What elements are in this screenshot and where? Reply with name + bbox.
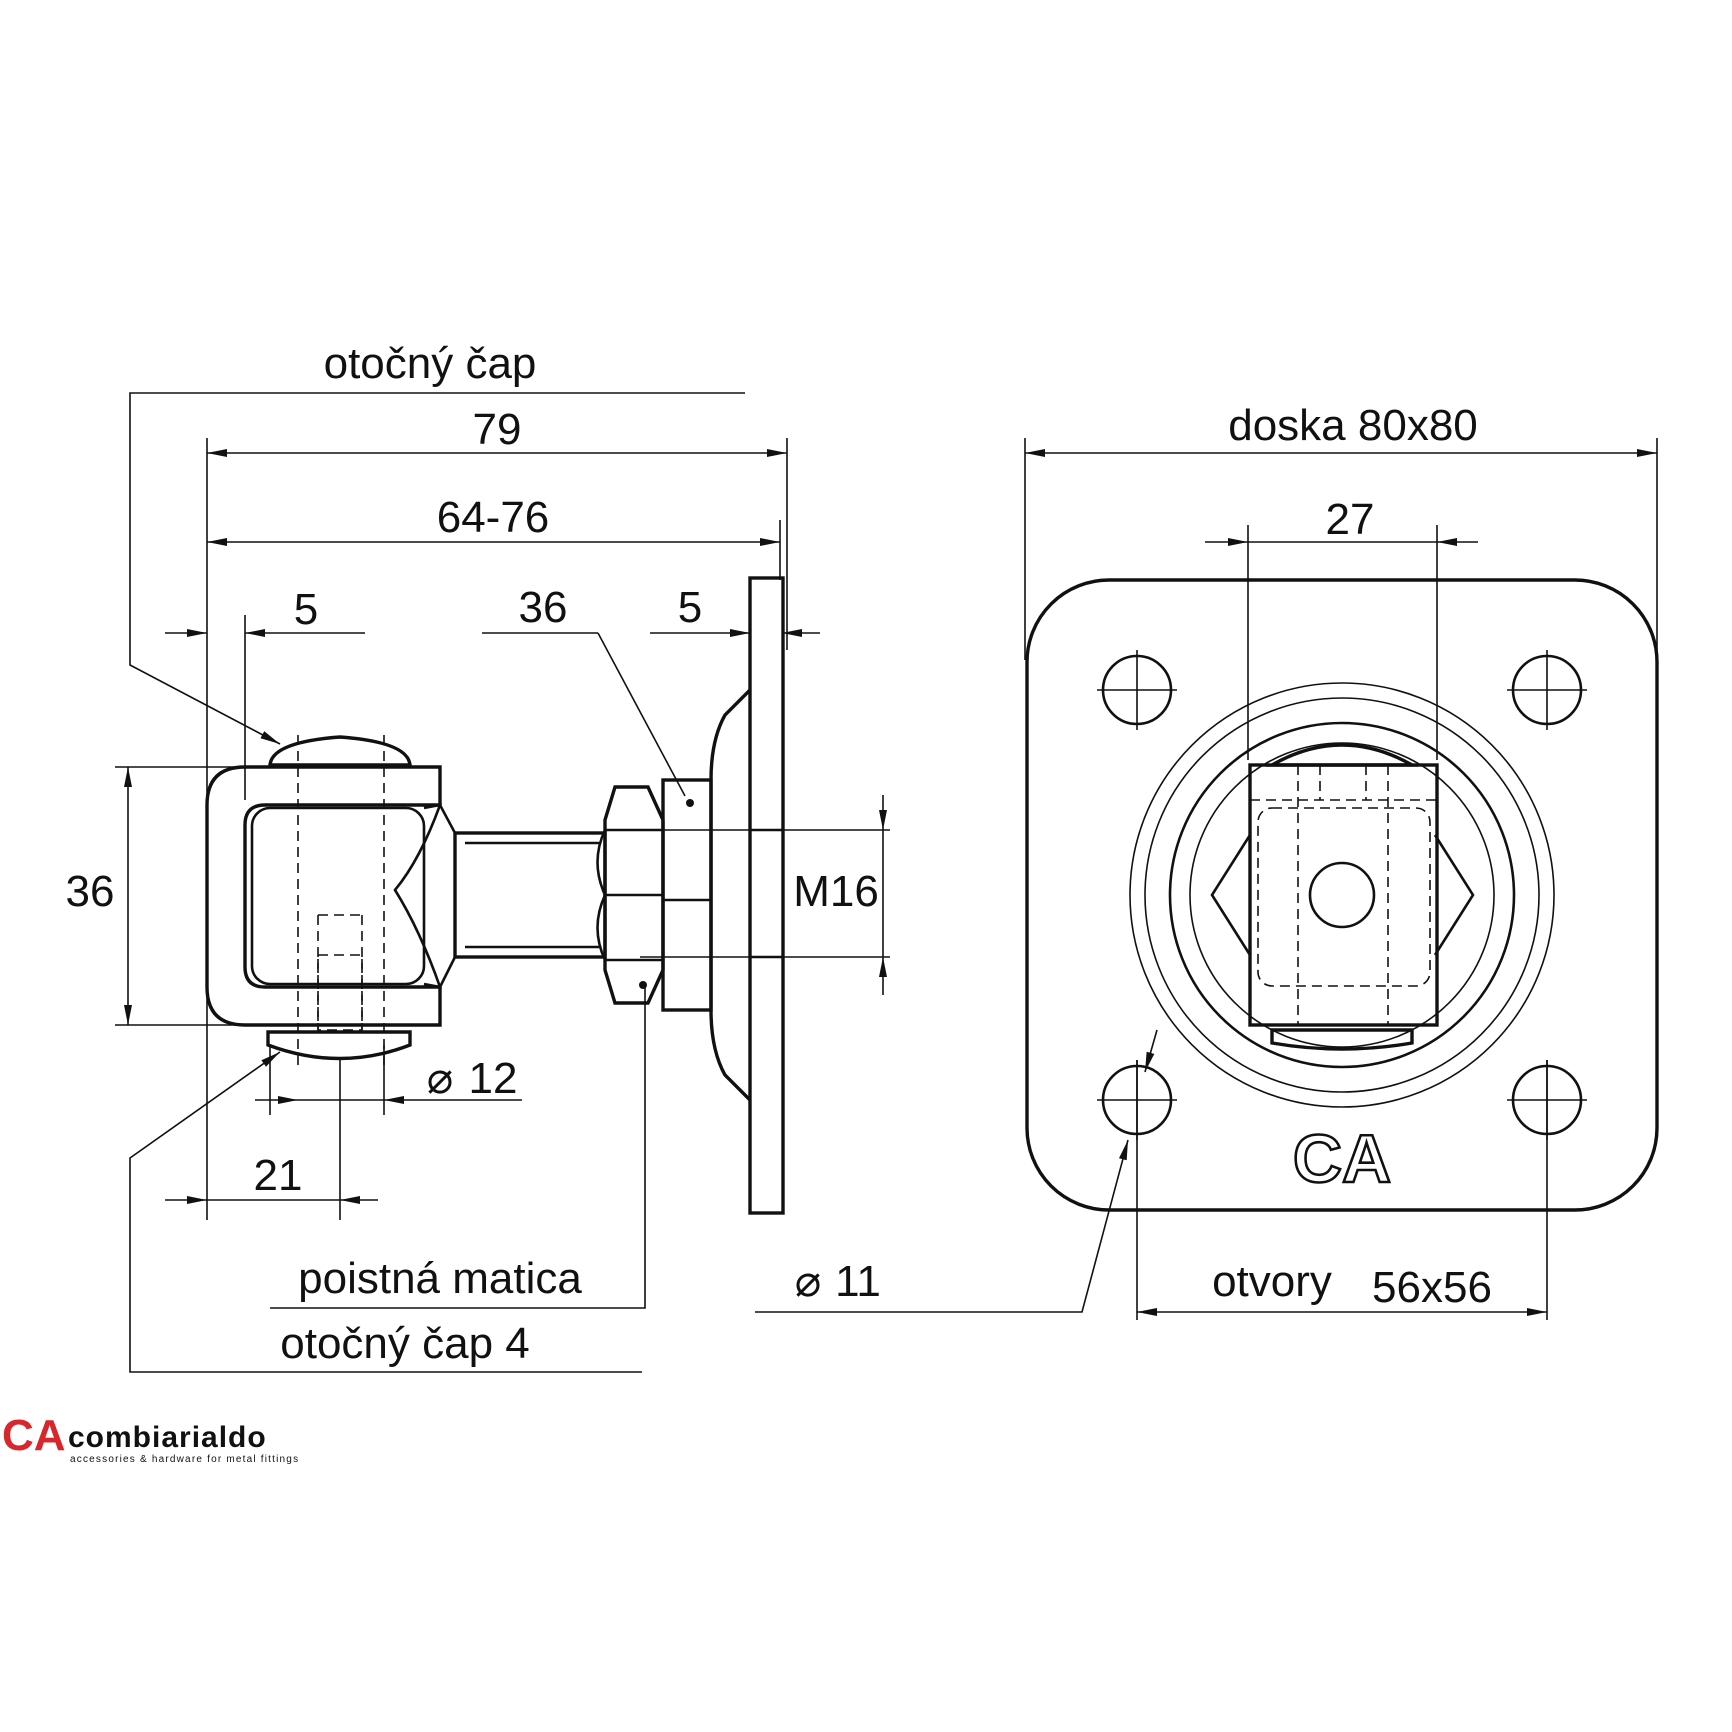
boss-rings <box>1129 682 1555 1108</box>
hinge-eye <box>205 735 457 1070</box>
dim-11-label: 11 <box>835 1257 881 1306</box>
threaded-shaft <box>453 831 607 959</box>
leader-pivot-pin-4 <box>129 1051 642 1373</box>
dim-11-diameter-symbol: ⌀ <box>795 1257 822 1306</box>
leader-pivot-pin <box>129 392 745 745</box>
dim-36-eye-label: 36 <box>66 867 115 916</box>
label-pivot-pin: otočný čap <box>324 339 537 388</box>
dim-12-label: 12 <box>469 1054 518 1103</box>
brand-logo: CA combiarialdo accessories & hardware f… <box>2 1411 299 1465</box>
leader-lock-nut <box>270 985 646 1309</box>
dim-36-shaft-leader <box>597 632 686 797</box>
dim-5-plate-label: 5 <box>678 583 702 632</box>
dim-m16-label: M16 <box>793 867 879 916</box>
dim-64-76-label: 64-76 <box>437 493 550 542</box>
brand-logo-mark: CA <box>2 1411 66 1460</box>
dim-holes-label: otvory <box>1212 1257 1332 1306</box>
dim-27-label: 27 <box>1326 495 1375 544</box>
dim-21-label: 21 <box>254 1151 303 1200</box>
dim-plate-size-label: doska 80x80 <box>1228 401 1478 450</box>
front-hex-nut <box>1210 834 1475 956</box>
dim-79-label: 79 <box>473 405 522 454</box>
brand-tagline: accessories & hardware for metal fitting… <box>70 1454 299 1465</box>
washer-nut <box>661 778 713 1012</box>
side-view: 79 64-76 5 36 5 36 M16 ⌀ 12 21 <box>66 339 890 1373</box>
mounting-plate <box>1025 578 1659 1212</box>
plate-ca-logo: CA <box>1292 1120 1393 1199</box>
dim-12-diameter-symbol: ⌀ <box>427 1054 454 1103</box>
label-pivot-pin-4: otočný čap 4 <box>280 1319 530 1368</box>
plate-side <box>748 576 785 1215</box>
dim-5-left-label: 5 <box>294 585 318 634</box>
mounting-holes <box>1097 650 1587 1140</box>
brand-name: combiarialdo <box>68 1421 267 1454</box>
front-eye <box>1248 743 1439 1051</box>
dim-36-shaft-label: 36 <box>519 583 568 632</box>
front-view: doska 80x80 27 otvory 56x56 ⌀ 11 <box>755 401 1659 1320</box>
label-lock-nut: poistná matica <box>298 1254 582 1303</box>
leader-hole <box>755 1139 1129 1313</box>
dim-holes-spacing: 56x56 <box>1372 1263 1492 1312</box>
svg-text:CA: CA <box>1293 1121 1391 1197</box>
boss <box>709 688 752 1102</box>
hex-nut <box>596 785 665 1005</box>
